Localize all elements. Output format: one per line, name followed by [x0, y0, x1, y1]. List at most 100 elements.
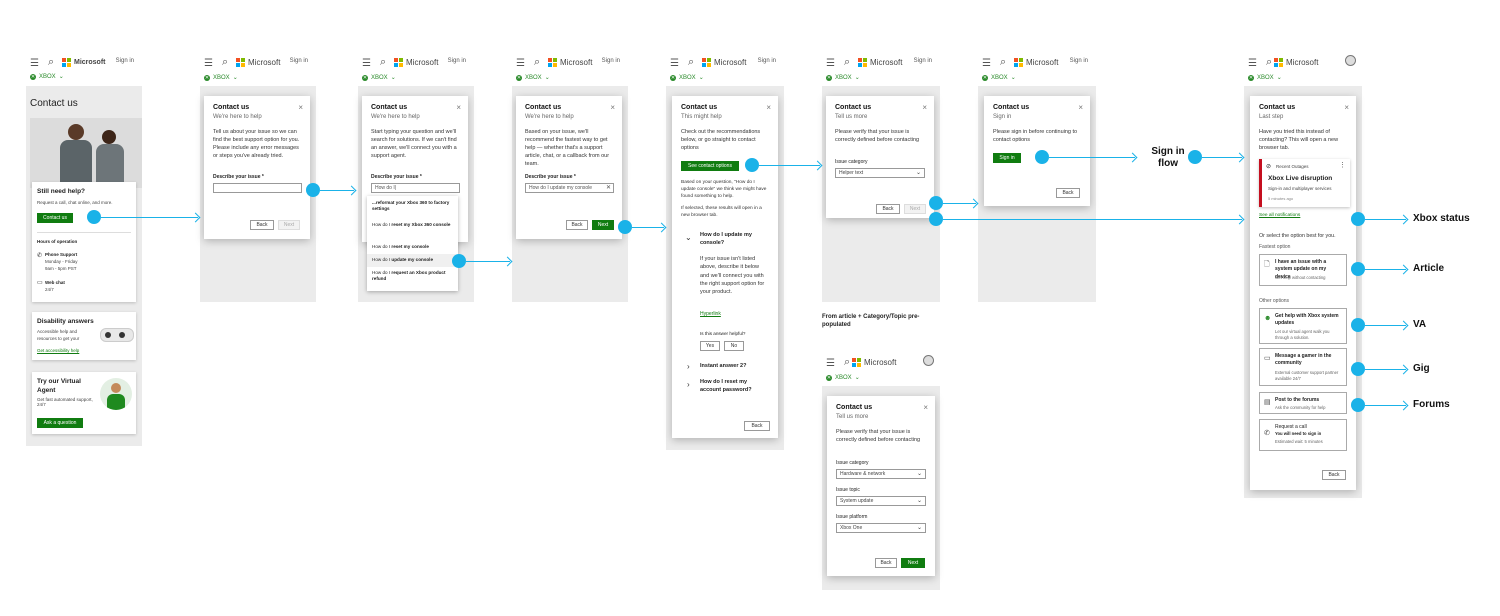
suggestion-item-highlighted[interactable]: How do I update my console: [367, 254, 458, 267]
search-icon[interactable]: ⌕: [1000, 56, 1007, 68]
hamburger-menu-icon[interactable]: ☰: [826, 58, 835, 69]
suggestion-item[interactable]: How do I reset my Xbox 360 console: [372, 222, 451, 227]
xbox-nav[interactable]: ✕XBOX⌄: [1248, 74, 1282, 81]
issue-input[interactable]: How do I|: [371, 183, 460, 193]
accessibility-link[interactable]: Get accessibility help: [37, 348, 80, 353]
next-button[interactable]: Next: [278, 220, 300, 230]
reset-password-question[interactable]: How do I reset my account password?: [700, 379, 752, 393]
microsoft-logo[interactable]: Microsoft: [702, 58, 746, 67]
avatar[interactable]: [1345, 55, 1356, 66]
contact-us-button[interactable]: Contact us: [37, 213, 73, 223]
close-icon[interactable]: ×: [610, 103, 615, 112]
back-button[interactable]: Back: [1056, 188, 1080, 198]
xbox-nav[interactable]: ✕XBOX⌄: [204, 74, 238, 81]
hamburger-menu-icon[interactable]: ☰: [826, 358, 835, 369]
ask-question-button[interactable]: Ask a question: [37, 418, 83, 428]
chevron-right-icon[interactable]: ›: [687, 380, 690, 389]
search-icon[interactable]: ⌕: [380, 56, 387, 68]
yes-button[interactable]: Yes: [700, 341, 720, 351]
category-select[interactable]: Helper text⌄: [835, 168, 925, 178]
forums-option[interactable]: ▤ Post to the forums Ask the community f…: [1259, 392, 1347, 414]
close-icon[interactable]: ×: [922, 103, 927, 112]
topic-select[interactable]: System update⌄: [836, 496, 926, 506]
close-icon[interactable]: ×: [923, 403, 928, 412]
virtual-agent-option[interactable]: ☻ Get help with Xbox system updates Let …: [1259, 308, 1347, 344]
outage-card[interactable]: ⊘ Recent Outages ⋮ Xbox Live disruption …: [1259, 159, 1350, 207]
back-button[interactable]: Back: [744, 421, 770, 431]
search-icon[interactable]: ⌕: [48, 56, 55, 68]
suggestion-item[interactable]: How do I request an Xbox product refund: [372, 270, 446, 282]
no-button[interactable]: No: [724, 341, 744, 351]
microsoft-logo[interactable]: Microsoft: [548, 58, 592, 67]
microsoft-logo[interactable]: Microsoft: [62, 58, 106, 67]
back-button[interactable]: Back: [876, 204, 900, 214]
xbox-nav[interactable]: ✕XBOX⌄: [982, 74, 1016, 81]
microsoft-logo[interactable]: Microsoft: [858, 58, 902, 67]
next-button[interactable]: Next: [904, 204, 926, 214]
close-icon[interactable]: ×: [1078, 103, 1083, 112]
xbox-nav[interactable]: ✕XBOX⌄: [516, 74, 550, 81]
xbox-nav[interactable]: ✕XBOX⌄: [30, 73, 64, 80]
more-icon[interactable]: ⋮: [1339, 162, 1346, 169]
search-icon[interactable]: ⌕: [688, 56, 695, 68]
virtual-agent-card: Try our Virtual Agent Get fast automated…: [32, 372, 136, 434]
microsoft-logo[interactable]: Microsoft: [1014, 58, 1058, 67]
chevron-down-icon[interactable]: ⌄: [685, 233, 692, 242]
hamburger-menu-icon[interactable]: ☰: [362, 58, 371, 69]
platform-select[interactable]: Xbox One⌄: [836, 523, 926, 533]
sign-in-link[interactable]: Sign in: [757, 58, 776, 64]
search-icon[interactable]: ⌕: [222, 56, 229, 68]
back-button[interactable]: Back: [250, 220, 274, 230]
microsoft-logo[interactable]: Microsoft: [852, 358, 896, 367]
accordion-title[interactable]: How do I update my console?: [700, 232, 752, 246]
xbox-nav[interactable]: ✕XBOX⌄: [826, 374, 860, 381]
hamburger-menu-icon[interactable]: ☰: [516, 58, 525, 69]
close-icon[interactable]: ×: [456, 103, 461, 112]
hamburger-menu-icon[interactable]: ☰: [30, 58, 39, 69]
search-icon[interactable]: ⌕: [534, 56, 541, 68]
close-icon[interactable]: ×: [298, 103, 303, 112]
issue-input[interactable]: How do I update my console: [525, 183, 614, 193]
search-icon[interactable]: ⌕: [1266, 56, 1273, 68]
sign-in-link[interactable]: Sign in: [913, 58, 932, 64]
suggestion-item[interactable]: How do I reset my console: [372, 244, 429, 249]
close-icon[interactable]: ×: [766, 103, 771, 112]
xbox-nav[interactable]: ✕XBOX⌄: [670, 74, 704, 81]
instant-answer-2[interactable]: Instant answer 2?: [700, 363, 747, 369]
search-icon[interactable]: ⌕: [844, 356, 851, 368]
clear-icon[interactable]: ✕: [606, 185, 612, 191]
issue-input[interactable]: [213, 183, 302, 193]
back-button[interactable]: Back: [875, 558, 897, 568]
close-icon[interactable]: ×: [1344, 103, 1349, 112]
sign-in-link[interactable]: Sign in: [289, 58, 308, 64]
back-button[interactable]: Back: [1322, 470, 1346, 480]
sign-in-link[interactable]: Sign in: [115, 58, 134, 64]
back-button[interactable]: Back: [566, 220, 588, 230]
gig-option[interactable]: ▭ Message a gamer in the community Exter…: [1259, 348, 1347, 386]
search-icon[interactable]: ⌕: [844, 56, 851, 68]
sign-in-button[interactable]: Sign in: [993, 153, 1021, 163]
category-select[interactable]: Hardware & network⌄: [836, 469, 926, 479]
sign-in-link[interactable]: Sign in: [601, 58, 620, 64]
request-call-option[interactable]: ✆ Request a call You will need to sign i…: [1259, 419, 1347, 451]
xbox-nav[interactable]: ✕XBOX⌄: [826, 74, 860, 81]
article-option[interactable]: 🗋 I have an issue with a system update o…: [1259, 254, 1347, 286]
microsoft-logo[interactable]: Microsoft: [394, 58, 438, 67]
microsoft-logo[interactable]: Microsoft: [1274, 58, 1318, 67]
next-button[interactable]: Next: [592, 220, 614, 230]
xbox-nav[interactable]: ✕XBOX⌄: [362, 74, 396, 81]
microsoft-logo[interactable]: Microsoft: [236, 58, 280, 67]
see-contact-options-button[interactable]: See contact options: [681, 161, 739, 171]
chevron-right-icon[interactable]: ›: [687, 362, 690, 371]
see-all-notifications-link[interactable]: See all notifications: [1259, 213, 1301, 218]
hamburger-menu-icon[interactable]: ☰: [1248, 58, 1257, 69]
avatar[interactable]: [923, 355, 934, 366]
suggestion-item[interactable]: ...reformat your Xbox 360 to factory set…: [372, 200, 450, 212]
hyperlink[interactable]: Hyperlink: [700, 311, 721, 317]
hamburger-menu-icon[interactable]: ☰: [670, 58, 679, 69]
next-button[interactable]: Next: [901, 558, 925, 568]
hamburger-menu-icon[interactable]: ☰: [204, 58, 213, 69]
hamburger-menu-icon[interactable]: ☰: [982, 58, 991, 69]
sign-in-link[interactable]: Sign in: [447, 58, 466, 64]
sign-in-link[interactable]: Sign in: [1069, 58, 1088, 64]
